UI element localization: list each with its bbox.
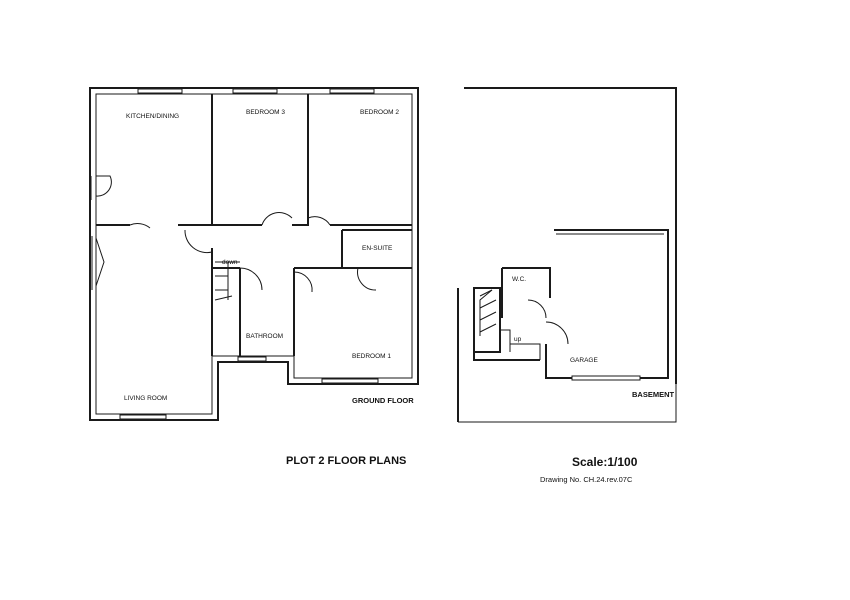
room-label-kitchen-dining: KITCHEN/DINING: [126, 113, 179, 120]
door-wc: [527, 299, 547, 319]
room-label-wc: W.C.: [512, 276, 526, 283]
window-kitchen: [137, 88, 183, 94]
floor-label-ground: GROUND FLOOR: [352, 396, 414, 405]
room-label-garage: GARAGE: [570, 357, 598, 364]
door-bedroom2: [307, 216, 331, 226]
stair-label-up: up: [514, 336, 522, 343]
window-bathroom: [237, 356, 267, 362]
room-label-bedroom3: BEDROOM 3: [246, 109, 285, 116]
basement-plan: W.C. up GARAGE BASEMENT: [457, 87, 677, 423]
room-label-bedroom2: BEDROOM 2: [360, 109, 399, 116]
drawing-title: PLOT 2 FLOOR PLANS: [286, 455, 406, 467]
room-label-bathroom: BATHROOM: [246, 333, 283, 340]
door-bedroom3: [261, 212, 293, 226]
stair-label-down: down: [222, 259, 238, 266]
door-bathroom: [239, 267, 263, 291]
window-bedroom3: [232, 88, 278, 94]
floor-label-basement: BASEMENT: [632, 390, 675, 399]
room-label-en-suite: EN-SUITE: [362, 245, 393, 252]
door-bedroom1: [293, 271, 313, 293]
drawing-scale: Scale:1/100: [572, 455, 638, 469]
room-label-living-room: LIVING ROOM: [124, 395, 167, 402]
drawing-number: Drawing No. CH.24.rev.07C: [540, 475, 633, 484]
door-kitchen-side: [95, 175, 112, 197]
door-ensuite: [357, 267, 377, 291]
window-bedroom1: [321, 378, 379, 384]
window-living: [119, 414, 167, 420]
bifold-doors: [95, 237, 105, 287]
ground-floor-plan: KITCHEN/DINING BEDROOM 3 BEDROOM 2 EN-SU…: [89, 87, 419, 421]
room-label-bedroom1: BEDROOM 1: [352, 353, 391, 360]
door-kitchen: [129, 223, 151, 229]
garage-door: [571, 375, 641, 381]
door-garage: [545, 321, 569, 345]
window-bedroom2: [329, 88, 375, 94]
door-living: [184, 229, 213, 254]
